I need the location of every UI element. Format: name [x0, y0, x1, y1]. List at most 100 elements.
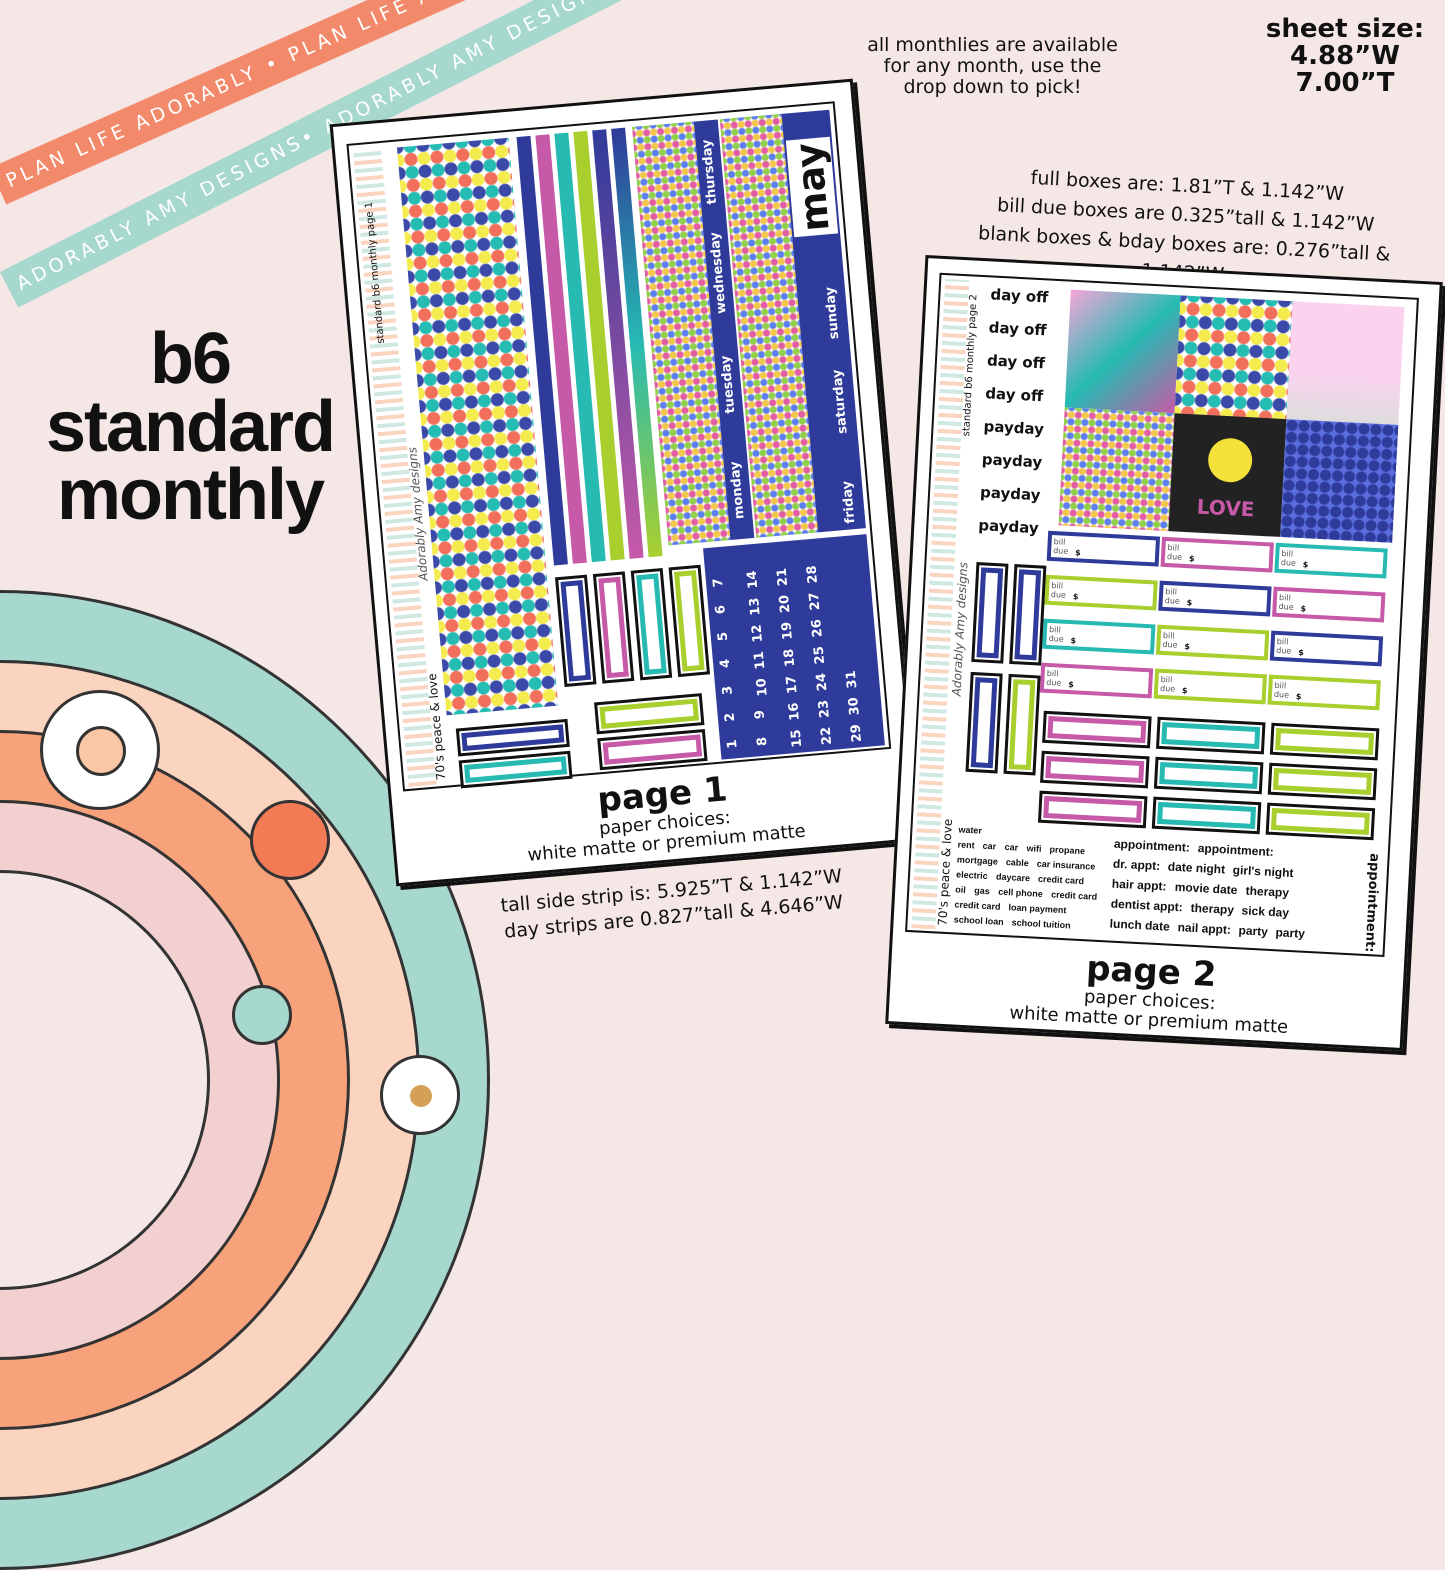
bill-due-box: bill due$	[1046, 530, 1161, 567]
calendar-date: 18	[781, 648, 799, 668]
product-title: b6 standard monthly	[40, 323, 340, 535]
bill-word-sticker: school tuition	[1011, 917, 1071, 931]
blank-box	[1267, 762, 1378, 801]
bill-due-label: bill due	[1280, 549, 1297, 568]
appointment-word-sticker: party	[1238, 923, 1269, 939]
appointment-word-sticker: appointment:	[1113, 836, 1191, 855]
bill-due-label: bill due	[1052, 537, 1069, 556]
calendar-date: 10	[754, 677, 771, 697]
note-line: drop down to pick!	[903, 76, 1082, 98]
currency-symbol: $	[1070, 636, 1077, 646]
appointment-word-sticker: date night	[1167, 859, 1226, 877]
bill-due-box: bill due$	[1160, 536, 1274, 573]
calendar-date: 6	[713, 604, 729, 615]
bill-due-label: bill due	[1162, 630, 1178, 650]
appointment-word-sticker: sick day	[1241, 903, 1290, 920]
flower-pattern-box	[1058, 407, 1175, 532]
currency-symbol: $	[1186, 598, 1193, 608]
bill-due-box: bill due $	[1155, 624, 1270, 661]
blank-box	[1155, 716, 1266, 755]
bill-word-sticker: car insurance	[1036, 858, 1096, 872]
currency-symbol: $	[1300, 604, 1307, 614]
blank-box	[1042, 710, 1152, 749]
currency-symbol: $	[1188, 554, 1195, 564]
blue-flower-box	[1280, 419, 1399, 543]
calendar-date: 11	[751, 650, 769, 671]
full-box	[965, 671, 1003, 774]
bill-word-sticker: credit card	[1037, 873, 1085, 887]
sticker-word: appointment:	[1361, 852, 1382, 953]
calendar-date: 13	[747, 596, 764, 617]
currency-symbol: $	[1072, 592, 1079, 602]
bill-due-box: bill due $	[1042, 618, 1156, 655]
bill-word-sticker: credit card	[1050, 889, 1098, 902]
full-box	[1003, 673, 1041, 776]
bill-word-sticker: oil	[955, 884, 967, 895]
bill-due-label: bill due	[1050, 581, 1067, 600]
bill-due-label: bill due	[1278, 592, 1294, 612]
bill-due-box: bill due $	[1272, 586, 1386, 623]
page-2-caption: page 2 paper choices: white matte or pre…	[998, 945, 1302, 1039]
label-sticker: day off	[990, 285, 1049, 307]
calendar-date: 7	[710, 577, 727, 588]
label-sticker: payday	[981, 450, 1043, 472]
note-line: for any month, use the	[883, 55, 1102, 77]
bill-due-label: bill due	[1276, 636, 1292, 656]
label-sticker: day off	[984, 384, 1044, 406]
sheet-page-1: standard b6 monthly page 1 70's peace & …	[329, 78, 920, 887]
bill-word-sticker: mortgage	[956, 854, 999, 867]
blank-box	[1269, 722, 1380, 761]
label-sticker: payday	[979, 483, 1041, 505]
appointment-word-sticker: therapy	[1190, 900, 1235, 918]
appointment-word-sticker: hair appt:	[1111, 876, 1167, 894]
blank-box	[594, 693, 705, 735]
blank-box	[1037, 790, 1148, 829]
full-box	[555, 574, 597, 687]
bill-word-sticker: car	[982, 840, 997, 852]
sticker-sheet-2: standard b6 monthly page 2 70's peace & …	[905, 272, 1419, 957]
calendar-date: 22	[818, 726, 836, 746]
bill-word-sticker: electric	[955, 869, 988, 882]
bill-word-sticker: gas	[974, 885, 991, 897]
bill-word-sticker: credit card	[954, 899, 1001, 912]
full-box	[1009, 564, 1047, 666]
blank-box	[597, 728, 708, 771]
calendar-date: 8	[754, 736, 771, 747]
month-label: may	[785, 136, 839, 238]
bill-due-label: bill due	[1273, 680, 1290, 700]
bill-word-sticker: school loan	[953, 914, 1004, 927]
bill-word-sticker: propane	[1049, 844, 1086, 857]
currency-symbol: $	[1184, 642, 1191, 652]
calendar-date: 23	[816, 699, 833, 719]
blank-box	[1151, 796, 1262, 835]
bill-word-sticker: car	[1004, 841, 1019, 853]
sticker-sheet-1: standard b6 monthly page 1 70's peace & …	[346, 101, 892, 792]
flower-icon	[380, 1055, 460, 1135]
calendar-date: 5	[715, 631, 732, 642]
calendar-date: 14	[744, 570, 762, 590]
currency-symbol: $	[1181, 686, 1188, 696]
calendar-date: 28	[804, 564, 822, 585]
bill-due-label: bill due	[1048, 624, 1064, 644]
note-line: all monthlies are available	[867, 34, 1118, 56]
label-sticker: day off	[986, 351, 1046, 373]
bday-box	[455, 718, 570, 757]
calendar-date: 4	[717, 658, 734, 669]
blank-box	[1265, 802, 1376, 841]
bill-due-label: bill due	[1159, 674, 1176, 694]
calendar-date: 29	[848, 723, 866, 743]
love-text: LOVE	[1196, 494, 1256, 522]
bill-word-sticker: cable	[1005, 857, 1030, 869]
currency-symbol: $	[1067, 680, 1075, 690]
calendar-date: 25	[811, 645, 829, 665]
bill-due-box: bill due $	[1044, 574, 1158, 611]
calendar-date: 19	[779, 621, 796, 641]
calendar-date: 17	[784, 674, 801, 695]
bill-word-sticker: wifi	[1026, 843, 1042, 854]
label-sticker: payday	[983, 417, 1045, 439]
title-line: monthly	[57, 455, 325, 535]
